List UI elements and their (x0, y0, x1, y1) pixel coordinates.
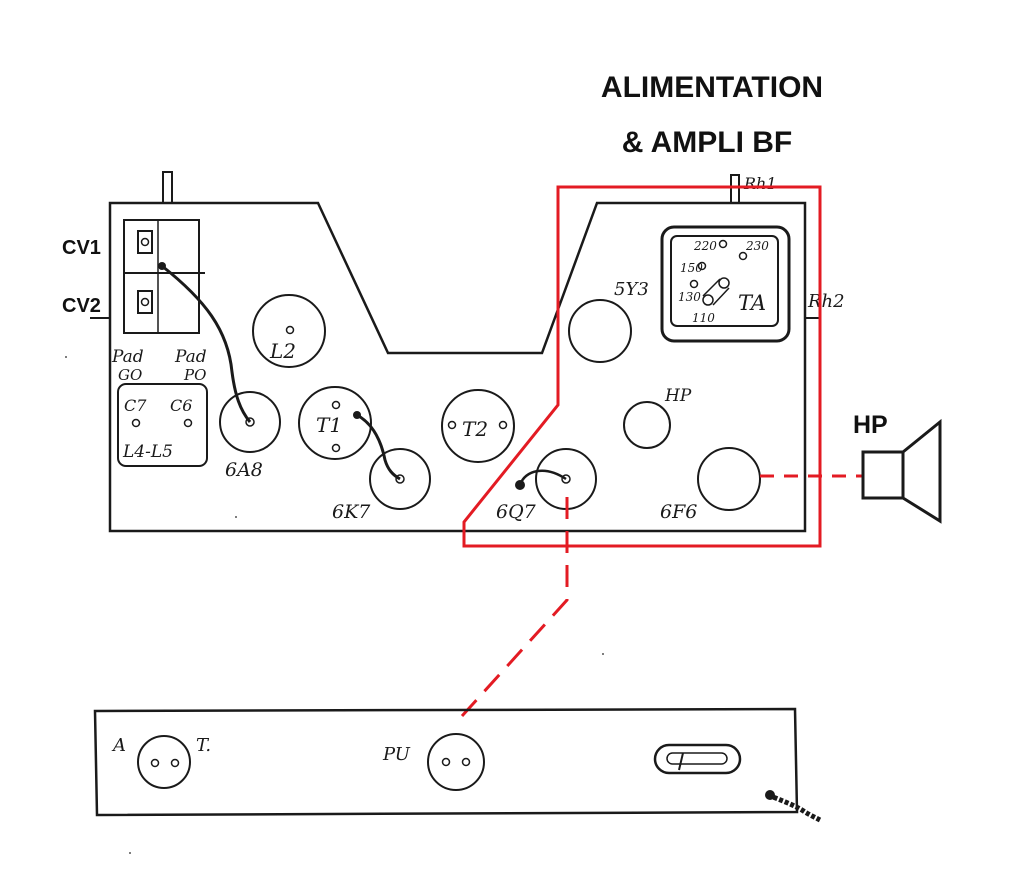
coil-l2 (252, 294, 326, 368)
pickup-connection-dashed (460, 497, 569, 718)
voltage-150-label: 150 (680, 261, 703, 275)
cv2-trimmer (137, 290, 153, 314)
coil-box-l4-l5 (117, 383, 208, 467)
power-transformer-ta (660, 225, 791, 343)
l2-label: L2 (269, 339, 296, 363)
transformer-t2 (441, 389, 515, 463)
earth-label: T. (196, 735, 211, 756)
chassis-outline (108, 201, 807, 533)
pad-po-label-2: PO (183, 366, 206, 384)
mains-switch-slot (653, 743, 742, 775)
rh1-label: Rh1 (743, 174, 777, 193)
pad-go-label-1: Pad (111, 347, 144, 367)
tube-6k7 (369, 448, 431, 510)
ta-label: TA (738, 291, 766, 315)
tube-6f6-label: 6F6 (660, 501, 697, 523)
t2-label: T2 (462, 417, 488, 441)
title-line-1: ALIMENTATION (601, 71, 823, 104)
power-cord-icon (767, 792, 822, 823)
hp-socket-label: HP (664, 386, 692, 406)
grid-wire-6q7 (518, 469, 567, 486)
tuning-shaft (162, 171, 173, 204)
voltage-220-label: 220 (693, 239, 717, 253)
voltage-selector-pin-a (702, 294, 714, 306)
l4-l5-label: L4-L5 (122, 442, 173, 462)
tube-5y3-label: 5Y3 (614, 279, 649, 300)
cv2-label: CV2 (62, 295, 101, 317)
pickup-label: PU (382, 744, 411, 765)
transformer-t1 (298, 386, 372, 460)
speaker-label: HP (853, 411, 888, 439)
rh1-shaft (730, 174, 740, 204)
pad-go-label-2: GO (118, 366, 142, 384)
rear-panel (93, 707, 822, 823)
grid-wire-6a8 (161, 264, 252, 423)
loudspeaker-icon (861, 418, 942, 524)
title-line-2: & AMPLI BF (622, 126, 793, 159)
tube-6f6 (697, 447, 761, 511)
cv1-label: CV1 (62, 237, 101, 259)
voltage-110-label: 110 (692, 311, 715, 325)
pad-po-label-1: Pad (174, 347, 207, 367)
tube-6a8 (219, 391, 281, 453)
grid-wire-6k7 (356, 413, 401, 481)
tube-6k7-label: 6K7 (332, 501, 371, 523)
rear-panel-outline (93, 707, 799, 817)
antenna-label: A (111, 735, 126, 756)
tube-6a8-label: 6A8 (225, 459, 263, 481)
cv1-trimmer (137, 230, 153, 254)
voltage-selector-pin-b (718, 277, 730, 289)
voltage-130-label: 130 (678, 290, 701, 304)
power-supply-audio-amp-highlight (462, 185, 822, 548)
tube-6q7-label: 6Q7 (496, 501, 537, 523)
pickup-socket (427, 733, 485, 791)
tube-5y3 (568, 299, 632, 363)
voltage-230-label: 230 (745, 239, 769, 253)
hp-socket (623, 401, 671, 449)
main-chassis (90, 171, 820, 533)
c6-label: C6 (170, 396, 192, 415)
rh2-label: Rh2 (807, 291, 845, 312)
t1-label: T1 (316, 413, 342, 437)
c7-label: C7 (124, 396, 147, 415)
variable-capacitor-block (123, 219, 205, 334)
antenna-earth-socket (137, 735, 191, 789)
